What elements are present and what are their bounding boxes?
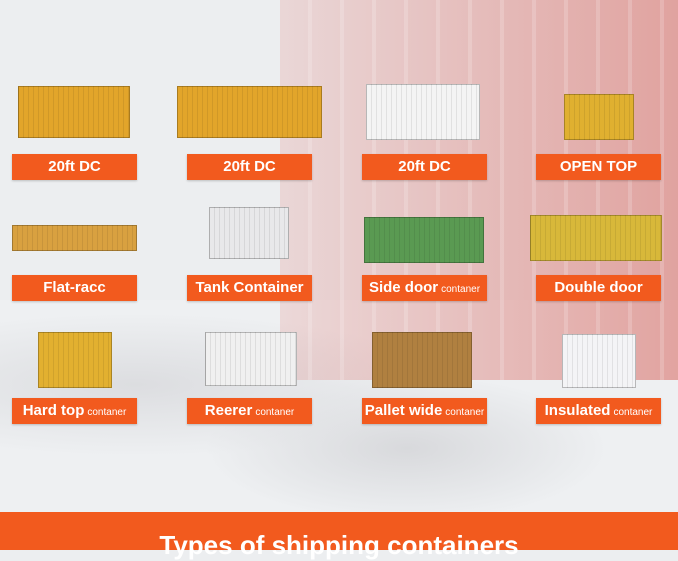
label-main: Hard top <box>22 402 85 419</box>
label-main: Reerer <box>204 402 253 419</box>
insulated-container-icon <box>562 334 636 388</box>
footer-title: Types of shipping containers <box>159 530 519 560</box>
container-label: 20ft DC <box>362 154 487 180</box>
label-sub: contaner <box>445 407 485 418</box>
label-main: Pallet wide <box>364 402 443 419</box>
yellow-container-long-icon <box>177 86 322 138</box>
label-main: 20ft DC <box>223 158 276 175</box>
container-label: Flat-racc <box>12 275 137 301</box>
label-main: Insulated <box>544 402 611 419</box>
label-sub: contaner <box>441 284 481 295</box>
container-label: 20ft DC <box>12 154 137 180</box>
tank-container-icon <box>209 207 289 259</box>
label-main: Double door <box>554 279 643 296</box>
side-door-container-icon <box>364 217 484 263</box>
container-label: Tank Container <box>187 275 312 301</box>
pallet-wide-container-icon <box>372 332 472 388</box>
yellow-container-icon <box>18 86 130 138</box>
double-door-container-icon <box>530 215 662 261</box>
label-main: 20ft DC <box>398 158 451 175</box>
white-container-icon <box>366 84 480 140</box>
container-label: 20ft DC <box>187 154 312 180</box>
open-top-container-icon <box>564 94 634 140</box>
container-label: OPEN TOP <box>536 154 661 180</box>
label-sub: contaner <box>255 407 295 418</box>
label-main: 20ft DC <box>48 158 101 175</box>
label-main: Side door <box>368 279 439 296</box>
container-label: Double door <box>536 275 661 301</box>
red-container-background <box>280 0 678 380</box>
flat-rack-container-icon <box>12 225 137 251</box>
label-sub: contaner <box>613 407 653 418</box>
label-main: Flat-racc <box>43 279 106 296</box>
label-sub: contaner <box>87 407 127 418</box>
footer-banner: Types of shipping containers <box>0 512 678 560</box>
label-main: OPEN TOP <box>559 158 638 175</box>
reefer-container-icon <box>205 332 297 386</box>
label-main: Tank Container <box>195 279 304 296</box>
hard-top-container-icon <box>38 332 112 388</box>
